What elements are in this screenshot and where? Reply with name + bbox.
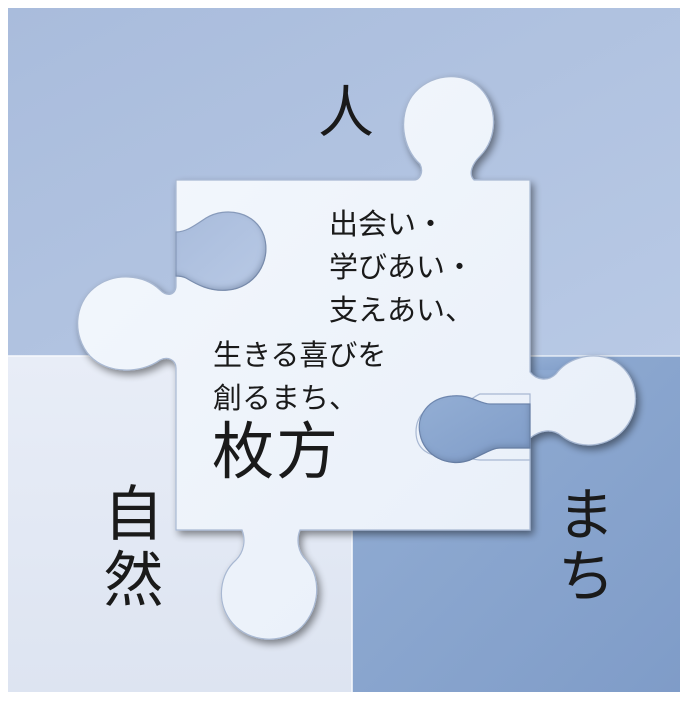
label-town: まち <box>547 484 615 608</box>
center-right-socket <box>418 395 531 464</box>
slogan-line-4: 生きる喜びを <box>213 338 387 372</box>
slogan-line-5: 創るまち、 <box>213 381 359 415</box>
label-people: 人 <box>318 81 374 146</box>
slogan-line-2: 学びあい・ <box>329 250 475 284</box>
label-nature: 自然 <box>93 482 163 614</box>
slogan-city-name: 枚方 <box>212 415 341 488</box>
slogan-line-1: 出会い・ <box>329 207 446 241</box>
slogan-line-3: 支えあい、 <box>329 293 475 327</box>
center-left-socket <box>175 211 267 291</box>
